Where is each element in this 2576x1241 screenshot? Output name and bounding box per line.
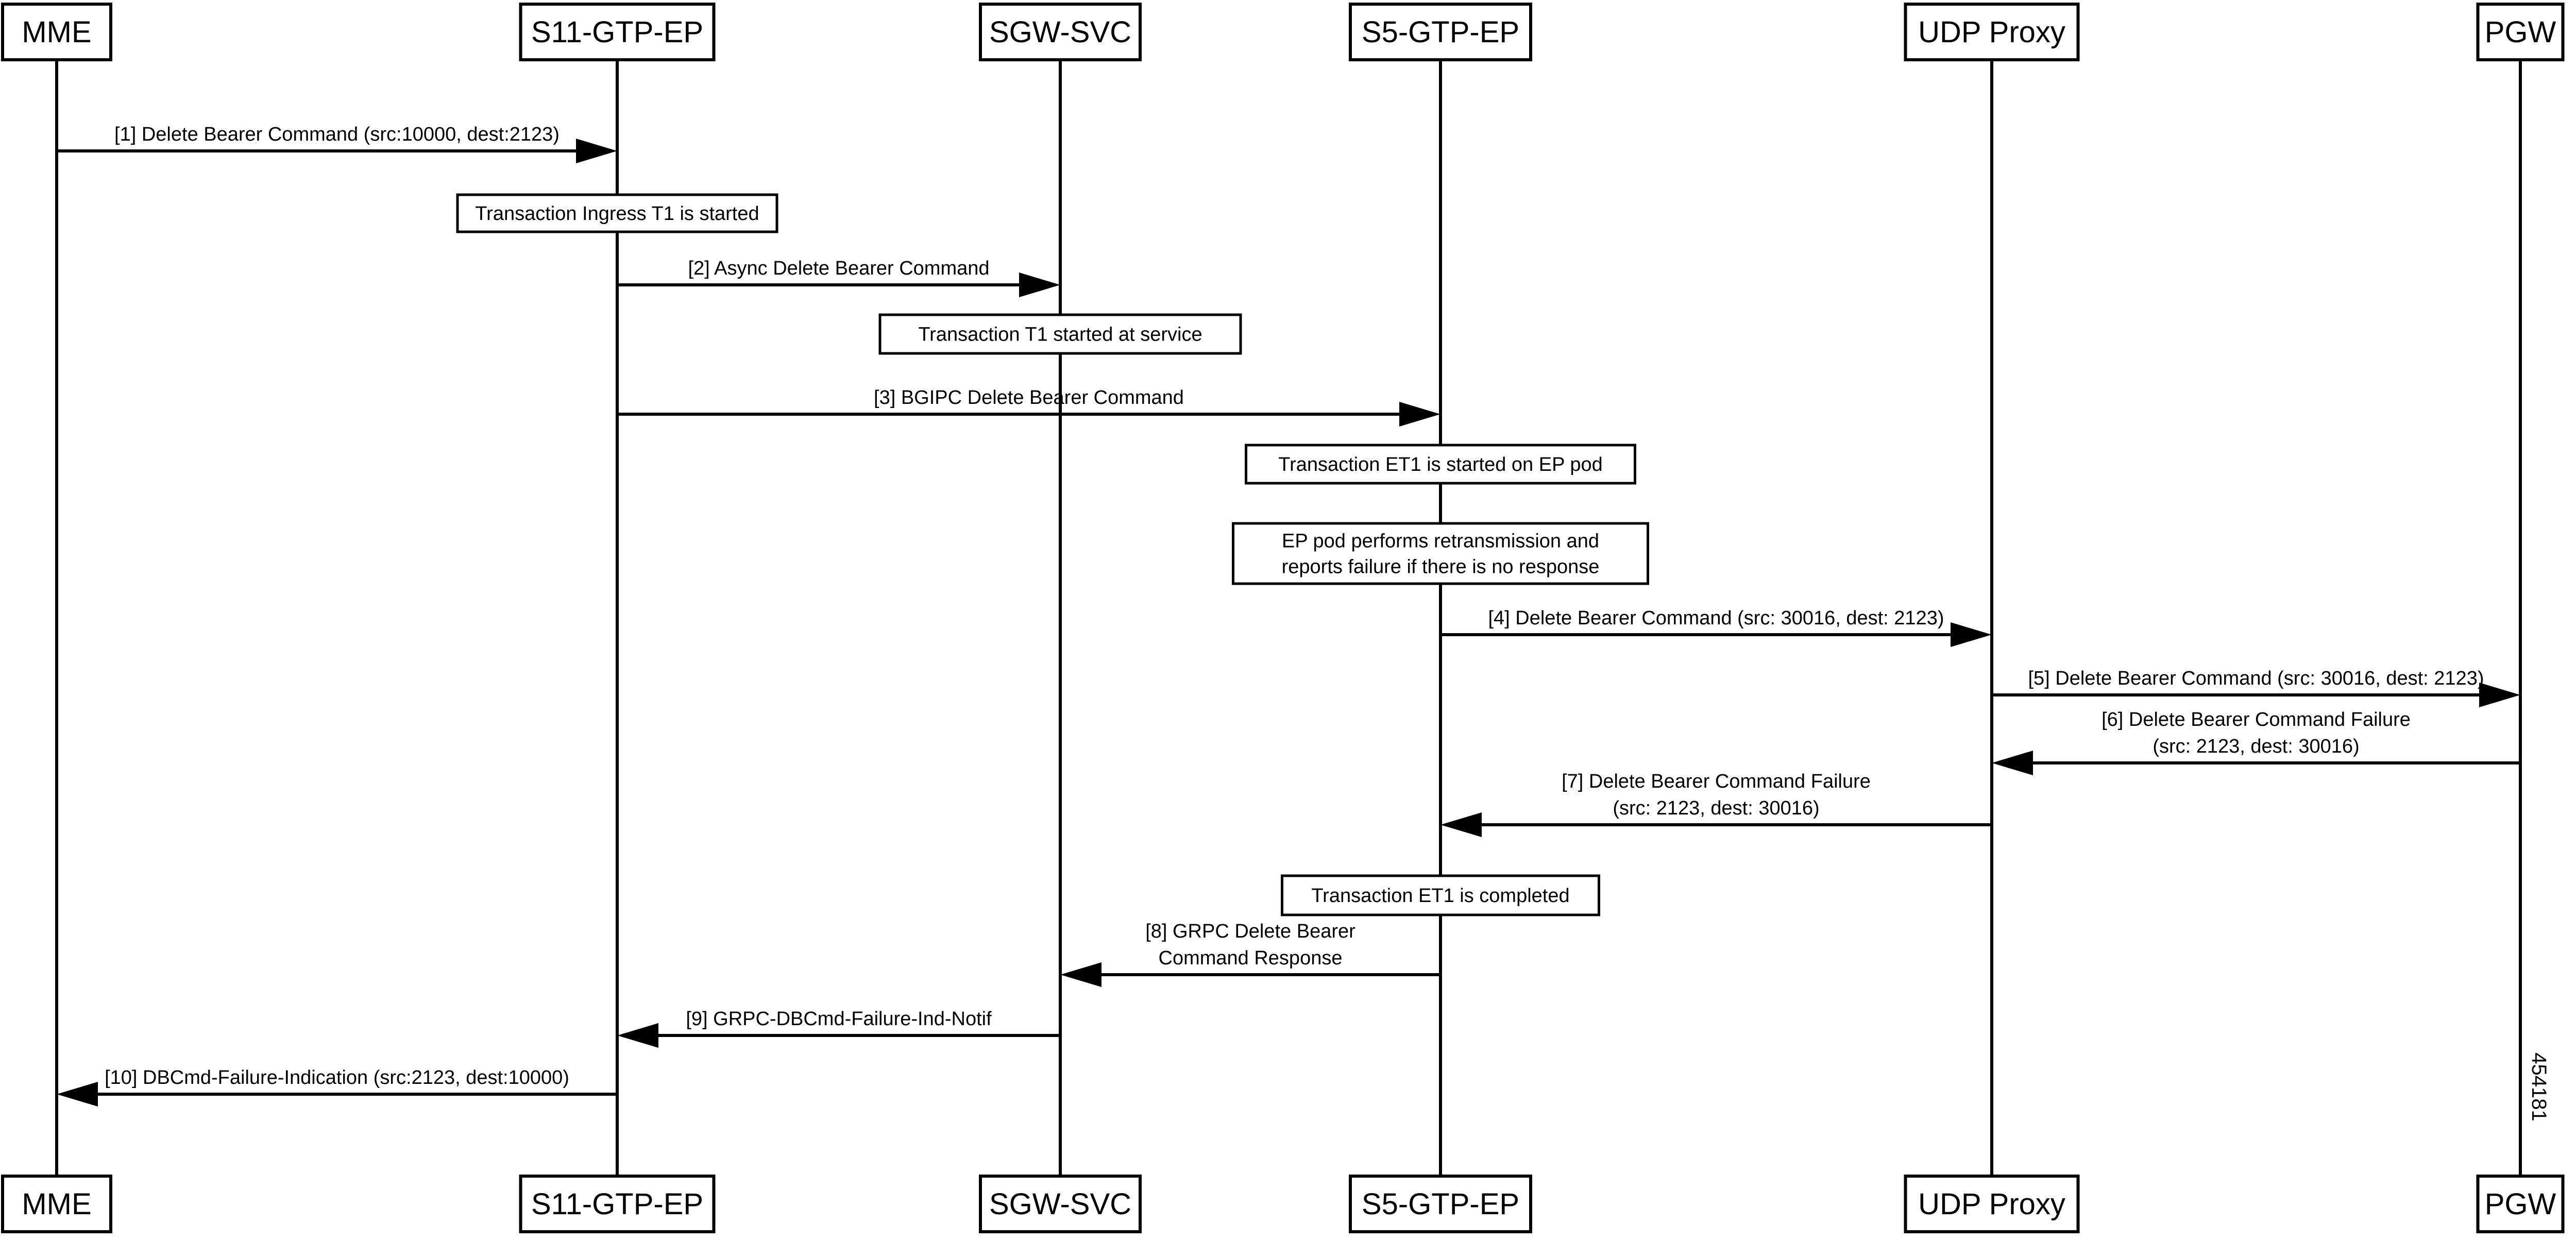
message-label: [10] DBCmd-Failure-Indication (src:2123,… [105,1067,569,1089]
arrowhead-icon [1992,751,2033,775]
message-arrow: [2] Async Delete Bearer Command [617,258,1060,297]
participant-box-udp-bottom: UDP Proxy [1904,1175,2080,1233]
message-label: [3] BGIPC Delete Bearer Command [874,387,1184,409]
message-label: (src: 2123, dest: 30016) [1613,797,1819,819]
participant-headers-bottom: MME S11-GTP-EP SGW-SVC S5-GTP-EP UDP Proxy PG… [1,1175,2565,1233]
note-box: Transaction ET1 is completed [1281,874,1600,916]
message-arrow: [3] BGIPC Delete Bearer Command [617,387,1440,427]
participant-box-sgw-top: SGW-SVC [979,3,1142,61]
participant-box-mme-top: MME [1,3,112,61]
note-text: reports failure if there is no response [1282,556,1600,578]
note-box: Transaction Ingress T1 is started [456,193,778,233]
participant-label: S11-GTP-EP [531,1187,703,1221]
participant-box-pgw-bottom: PGW [2476,1175,2565,1233]
messages: [1] Delete Bearer Command (src:10000, de… [57,124,2520,1107]
participant-label: S5-GTP-EP [1362,15,1519,49]
notes: Transaction Ingress T1 is startedTransac… [456,193,1649,916]
message-arrow: [6] Delete Bearer Command Failure (src: 2… [1992,709,2520,775]
message-arrow: [5] Delete Bearer Command (src: 30016, d… [1992,668,2520,707]
message-label: [9] GRPC-DBCmd-Failure-Ind-Notif [686,1008,992,1030]
message-arrow: [9] GRPC-DBCmd-Failure-Ind-Notif [617,1008,1060,1048]
participant-box-s5-bottom: S5-GTP-EP [1349,1175,1532,1233]
note-text: Transaction ET1 is completed [1311,885,1569,907]
note-box: Transaction T1 started at service [878,313,1242,355]
figure-id: 454181 [2528,1052,2550,1121]
participant-box-pgw-top: PGW [2476,3,2565,61]
message-label: Command Response [1159,947,1343,969]
message-label: [7] Delete Bearer Command Failure [1562,771,1871,792]
note-text: Transaction T1 started at service [918,324,1202,346]
participant-box-sgw-bottom: SGW-SVC [979,1175,1142,1233]
arrowhead-icon [1951,622,1992,647]
message-label: [1] Delete Bearer Command (src:10000, de… [114,124,560,145]
note-text: EP pod performs retransmission and [1282,531,1599,552]
message-arrow: [1] Delete Bearer Command (src:10000, de… [57,124,617,163]
participant-label: S5-GTP-EP [1362,1187,1519,1221]
note-text: Transaction Ingress T1 is started [475,203,759,225]
participant-label: UDP Proxy [1918,15,2065,49]
participant-label: S11-GTP-EP [531,15,703,49]
participant-box-s5-top: S5-GTP-EP [1349,3,1532,61]
lifelines [55,60,2522,1176]
participant-label: PGW [2485,15,2556,49]
message-label: [6] Delete Bearer Command Failure [2102,709,2411,730]
participant-label: MME [22,15,91,49]
message-label: [8] GRPC Delete Bearer [1145,921,1355,942]
participant-box-udp-top: UDP Proxy [1904,3,2080,61]
participant-box-s11-top: S11-GTP-EP [519,3,716,61]
arrowhead-icon [57,1082,98,1107]
arrowhead-icon [1399,402,1440,427]
arrowhead-icon [2479,683,2520,707]
note-box: EP pod performs retransmission and report… [1232,522,1649,585]
participant-headers-top: MME S11-GTP-EP SGW-SVC S5-GTP-EP UDP Proxy PG… [1,3,2565,61]
participant-label: MME [22,1187,91,1221]
message-label: [4] Delete Bearer Command (src: 30016, d… [1488,607,1944,629]
arrowhead-icon [576,139,617,163]
message-arrow: [10] DBCmd-Failure-Indication (src:2123,… [57,1067,617,1107]
participant-label: PGW [2485,1187,2556,1221]
arrowhead-icon [1019,273,1060,297]
participant-label: SGW-SVC [989,15,1131,49]
arrowhead-icon [617,1023,658,1048]
arrowhead-icon [1060,962,1101,987]
participant-box-mme-bottom: MME [1,1175,112,1233]
note-box: Transaction ET1 is started on EP pod [1245,444,1636,485]
arrowhead-icon [1440,812,1482,837]
participant-label: UDP Proxy [1918,1187,2065,1221]
participant-box-s11-bottom: S11-GTP-EP [519,1175,716,1233]
message-arrow: [4] Delete Bearer Command (src: 30016, d… [1440,607,1992,647]
note-text: Transaction ET1 is started on EP pod [1278,454,1602,475]
participant-label: SGW-SVC [989,1187,1131,1221]
message-label: [5] Delete Bearer Command (src: 30016, d… [2028,668,2484,689]
message-label: [2] Async Delete Bearer Command [688,258,989,279]
message-label: (src: 2123, dest: 30016) [2153,736,2359,757]
message-arrow: [7] Delete Bearer Command Failure (src: 2… [1440,771,1992,837]
